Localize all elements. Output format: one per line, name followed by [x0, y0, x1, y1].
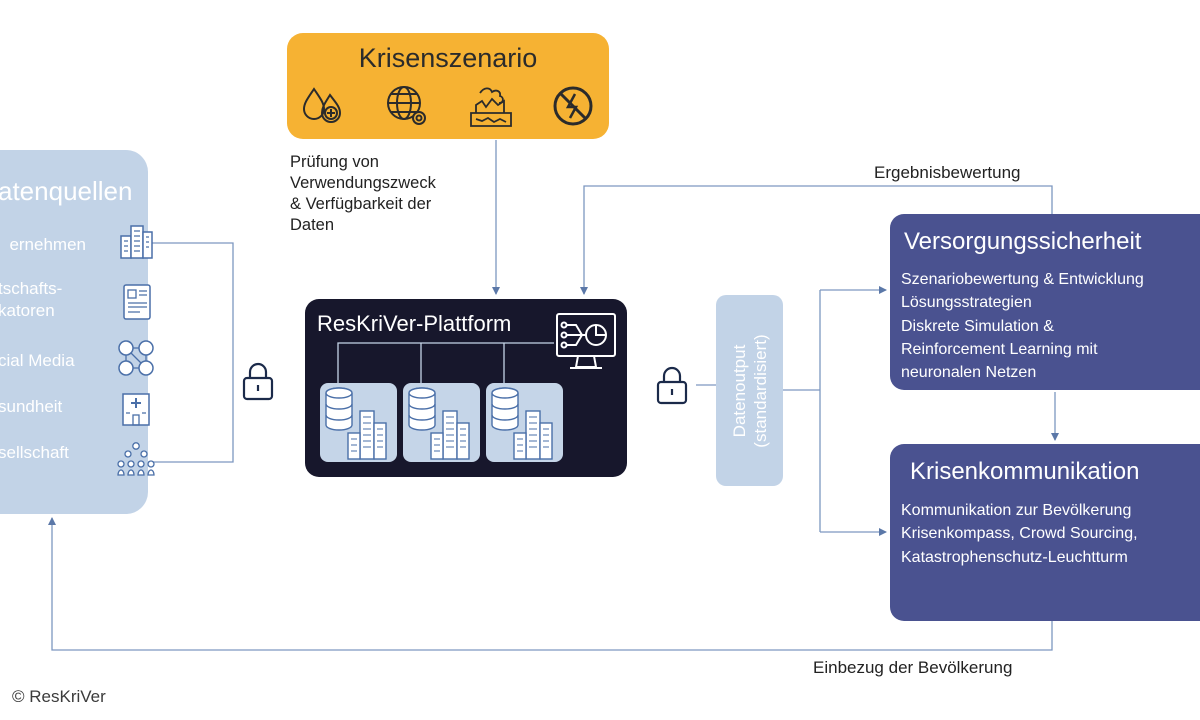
- database-tile: [403, 383, 480, 462]
- disaster-hazard-icon: [470, 87, 512, 127]
- power-outage-icon: [553, 86, 593, 126]
- list-item: Diskrete Simulation &: [901, 317, 1054, 335]
- crisis-communication-box: Krisenkommunikation Kommunikation zur Be…: [890, 444, 1200, 621]
- lock-icon: [238, 360, 278, 402]
- database-tile: [320, 383, 397, 462]
- data-output-label: Datenoutput (standardisiert): [729, 334, 771, 447]
- database-tile: [486, 383, 563, 462]
- source-label-social-media: cial Media: [0, 351, 75, 370]
- data-output-line: Datenoutput: [729, 344, 749, 437]
- crisis-communication-title: Krisenkommunikation: [910, 458, 1140, 485]
- list-item: Katastrophenschutz-Leuchtturm: [901, 548, 1128, 566]
- crisis-scenario-box: Krisenszenario: [287, 33, 609, 139]
- result-evaluation-label: Ergebnisbewertung: [874, 163, 1021, 182]
- database-server-icon: [408, 387, 470, 460]
- hospital-icon: [122, 393, 150, 426]
- database-server-icon: [491, 387, 553, 460]
- people-group-icon: [117, 442, 155, 476]
- list-item: Krisenkompass, Crowd Sourcing,: [901, 525, 1138, 543]
- population-involvement-label: Einbezug der Bevölkerung: [813, 658, 1013, 677]
- source-line-top: [148, 242, 234, 300]
- source-label-society: sellschaft: [0, 443, 69, 462]
- evaluation-feedback-arrow: [580, 185, 1053, 295]
- list-item: Lösungsstrategien: [901, 294, 1032, 312]
- platform-box: ResKriVer-Plattform: [305, 299, 627, 477]
- data-check-line: & Verfügbarkeit der: [290, 195, 432, 213]
- supply-security-box: Versorgungssicherheit Szenariobewertung …: [890, 214, 1200, 390]
- social-network-icon: [118, 340, 154, 376]
- data-check-line: Prüfung von: [290, 153, 379, 171]
- crisis-scenario-title: Krisenszenario: [358, 43, 538, 73]
- report-chart-icon: [123, 284, 151, 320]
- platform-connector-lines: [337, 342, 554, 383]
- office-buildings-icon: [120, 225, 153, 259]
- copyright-notice: © ResKriVer: [12, 687, 106, 706]
- database-server-icon: [325, 387, 387, 460]
- data-check-line: Daten: [290, 216, 335, 234]
- data-output-box: Datenoutput (standardisiert): [716, 295, 783, 486]
- data-output-line: (standardisiert): [750, 333, 770, 448]
- source-label-companies: ernehmen: [9, 235, 86, 254]
- data-sources-box: atenquellen ernehmen tschafts- katoren: [0, 150, 155, 514]
- source-label-line: tschafts-: [0, 279, 63, 298]
- globe-gear-icon: [387, 86, 426, 125]
- population-feedback-arrow: [48, 517, 1053, 651]
- source-label-line: katoren: [0, 301, 55, 320]
- lock-icon: [652, 364, 692, 406]
- data-check-line: Verwendungszweck: [290, 174, 436, 192]
- blood-drop-medical-icon: [302, 87, 342, 123]
- list-item: Szenariobewertung & Entwicklung: [901, 271, 1144, 288]
- supply-security-title: Versorgungssicherheit: [904, 228, 1142, 255]
- source-line-bottom: [148, 430, 234, 463]
- list-item: neuronalen Netzen: [901, 364, 1037, 382]
- data-check-text: Prüfung von Verwendungszweck & Verfügbar…: [290, 152, 436, 236]
- crisis-communication-list: Kommunikation zur Bevölkerung Krisenkomp…: [901, 499, 1138, 569]
- list-item: Kommunikation zur Bevölkerung: [901, 502, 1132, 519]
- platform-title: ResKriVer-Plattform: [317, 311, 512, 336]
- supply-security-list: Szenariobewertung & Entwicklung Lösungss…: [901, 268, 1144, 384]
- source-label-health: sundheit: [0, 397, 63, 416]
- data-sources-title: atenquellen: [0, 176, 133, 206]
- source-label-economic-indicators: tschafts- katoren: [0, 278, 82, 322]
- list-item: Reinforcement Learning mit: [901, 340, 1098, 358]
- analytics-monitor-icon: [556, 313, 616, 369]
